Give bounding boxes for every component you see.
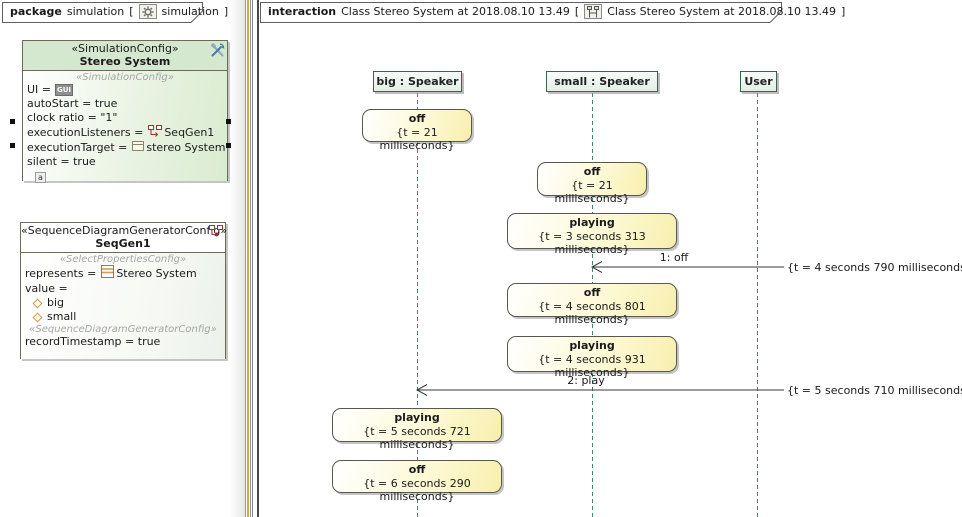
selection-handle[interactable]: [10, 143, 15, 148]
package-diagram-tab[interactable]: package simulation [ simulation: [2, 2, 228, 23]
message-2-arrow[interactable]: [413, 383, 784, 397]
message-2-time[interactable]: {t = 5 seconds 710 milliseconds}: [787, 384, 962, 397]
selection-handle[interactable]: [10, 119, 15, 124]
sequence-diagram-icon: [584, 4, 603, 19]
prop-represents[interactable]: represents = Stereo System: [21, 265, 225, 282]
prop-execution-listeners[interactable]: executionListeners = SeqGen1: [27, 125, 215, 141]
state-big-off-2[interactable]: off {t = 6 seconds 290 milliseconds}: [332, 460, 502, 503]
config-title: Stereo System: [79, 55, 171, 68]
prop-execution-listeners-value: SeqGen1: [164, 126, 215, 139]
class-icon: [132, 141, 145, 155]
lifeline-big[interactable]: [417, 93, 418, 517]
tab-model-name: simulation: [66, 5, 125, 18]
select-properties-stereotype: «SelectPropertiesConfig»: [59, 254, 187, 265]
message-1-arrow[interactable]: [588, 260, 784, 274]
package-diagram-icon: [138, 4, 157, 19]
state-small-playing-2[interactable]: playing {t = 4 seconds 931 milliseconds}: [507, 336, 677, 379]
value-item-small[interactable]: small: [21, 310, 225, 324]
config-stereotype: «SimulationConfig»: [71, 42, 179, 55]
prop-record-timestamp[interactable]: recordTimestamp = true: [25, 335, 161, 348]
selection-handle[interactable]: [226, 143, 231, 148]
simulation-config-header: «SimulationConfig» Stereo System: [23, 41, 227, 71]
seqgen-stereotype: «SequenceDiagramGeneratorConfig»: [21, 224, 228, 237]
lifeline-head-user[interactable]: User: [740, 71, 777, 92]
state-small-off-1[interactable]: off {t = 21 milliseconds}: [537, 162, 647, 205]
tab-diagram-name: Class Stereo System at 2018.08.10 13.49: [607, 5, 837, 18]
body-stereotype: «SimulationConfig»: [76, 72, 174, 83]
sequence-generator-icon: [209, 225, 223, 240]
tab-interaction-name: Class Stereo System at 2018.08.10 13.49: [341, 5, 570, 18]
selection-handle[interactable]: [226, 119, 231, 124]
tools-icon: [210, 43, 225, 61]
prop-autostart[interactable]: autoStart = true: [27, 97, 118, 110]
frame-border-line: [252, 0, 253, 517]
lifeline-head-small[interactable]: small : Speaker: [546, 71, 658, 92]
diamond-icon: [32, 312, 43, 322]
frame-selection-line[interactable]: [247, 0, 249, 517]
frame-highlight-line: [250, 0, 251, 517]
prop-ui[interactable]: UI = GUI: [27, 83, 74, 96]
state-small-off-2[interactable]: off {t = 4 seconds 801 milliseconds}: [507, 283, 677, 326]
prop-execution-target[interactable]: executionTarget = stereo System: [27, 141, 226, 155]
tab-keyword: package: [10, 5, 62, 18]
seqgen-config-box[interactable]: «SequenceDiagramGeneratorConfig» SeqGen1…: [20, 222, 228, 359]
state-big-playing[interactable]: playing {t = 5 seconds 721 milliseconds}: [332, 408, 502, 451]
prop-clock-ratio[interactable]: clock ratio = "1": [27, 111, 118, 124]
lifeline-user[interactable]: [757, 93, 758, 517]
message-1-label[interactable]: 1: off: [659, 251, 689, 264]
tab-shape: [260, 2, 782, 23]
seqgen-header: «SequenceDiagramGeneratorConfig» SeqGen1: [21, 223, 228, 253]
sequence-generator-icon: [148, 125, 163, 141]
auto-badge: a: [35, 172, 46, 183]
seqgen-body: «SelectPropertiesConfig» represents = St…: [21, 253, 225, 359]
prop-value[interactable]: value =: [25, 282, 68, 295]
prop-execution-target-value: stereo System: [146, 141, 226, 154]
generator-stereotype: «SequenceDiagramGeneratorConfig»: [29, 324, 217, 335]
tab-bracket-open: [: [129, 5, 134, 18]
tab-bracket-close: ]: [223, 5, 229, 18]
state-big-off-1[interactable]: off {t = 21 milliseconds}: [362, 109, 472, 152]
simulation-config-box[interactable]: «SimulationConfig» Stereo System «Simula…: [22, 40, 228, 183]
gui-icon: GUI: [55, 84, 74, 96]
state-small-playing-1[interactable]: playing {t = 3 seconds 313 milliseconds}: [507, 213, 677, 256]
simulation-config-body: «SimulationConfig» UI = GUI autoStart = …: [23, 71, 227, 181]
lifeline-head-big[interactable]: big : Speaker: [373, 71, 462, 92]
message-1-time[interactable]: {t = 4 seconds 790 milliseconds}: [787, 261, 962, 274]
interaction-diagram-tab[interactable]: interaction Class Stereo System at 2018.…: [260, 2, 845, 23]
frame-highlight-line: [245, 0, 246, 517]
prop-represents-value: Stereo System: [116, 266, 197, 280]
table-icon: [101, 265, 115, 282]
tab-keyword: interaction: [268, 5, 337, 18]
value-item-big[interactable]: big: [21, 296, 225, 310]
prop-silent[interactable]: silent = true: [27, 155, 96, 168]
tab-diagram-name: simulation: [161, 5, 219, 18]
panel-edge-fade: [230, 0, 245, 517]
diamond-icon: [32, 298, 43, 308]
seqgen-title: SeqGen1: [95, 237, 151, 250]
diagram-frame-border: [257, 0, 259, 517]
tab-bracket-close: ]: [841, 5, 846, 18]
message-2-label[interactable]: 2: play: [567, 374, 605, 387]
tab-bracket-open: [: [574, 5, 580, 18]
